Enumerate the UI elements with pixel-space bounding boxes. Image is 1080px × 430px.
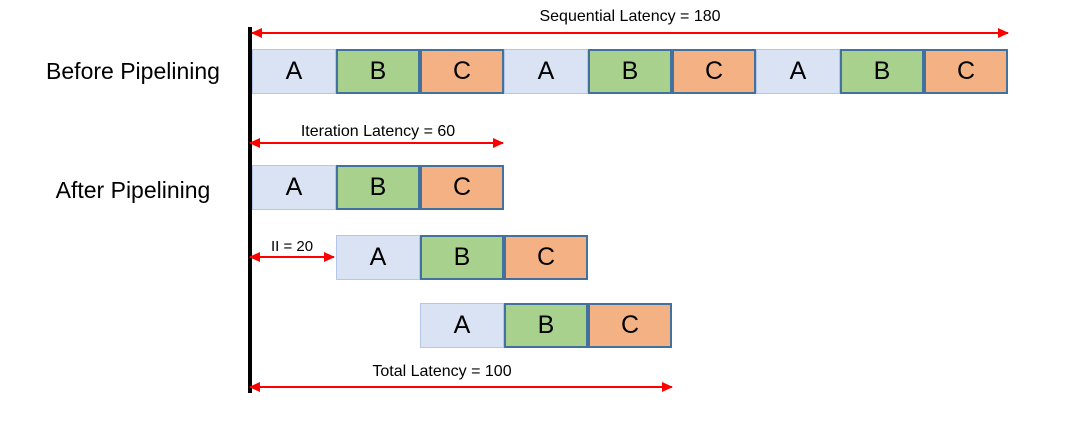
stage-label: C	[452, 173, 472, 201]
stage-label: B	[453, 243, 471, 271]
stage-label: B	[369, 173, 387, 201]
after-iteration-1-row: A B C	[252, 165, 504, 210]
stage-block-a: A	[504, 49, 588, 94]
stage-label: A	[453, 311, 471, 339]
initiation-interval-label: II = 20	[270, 238, 314, 255]
arrowhead-left-icon	[251, 28, 262, 38]
stage-label: C	[452, 57, 472, 85]
arrowhead-left-icon	[249, 382, 260, 392]
after-pipelining-label: After Pipelining	[55, 177, 211, 203]
iteration-latency-label: Iteration Latency = 60	[300, 123, 456, 140]
arrowhead-right-icon	[324, 252, 335, 262]
stage-block-c: C	[588, 303, 672, 348]
stage-block-a: A	[252, 165, 336, 210]
stage-block-c: C	[504, 235, 588, 280]
stage-block-b: B	[336, 49, 420, 94]
stage-block-b: B	[840, 49, 924, 94]
before-pipelining-row: A B C A B C A B C	[252, 49, 1008, 94]
stage-label: C	[536, 243, 556, 271]
stage-block-c: C	[420, 165, 504, 210]
arrowhead-right-icon	[998, 28, 1009, 38]
stage-label: C	[620, 311, 640, 339]
stage-label: C	[704, 57, 724, 85]
stage-block-b: B	[336, 165, 420, 210]
stage-block-b: B	[588, 49, 672, 94]
stage-label: B	[537, 311, 555, 339]
sequential-latency-label: Sequential Latency = 180	[539, 8, 721, 25]
stage-label: A	[537, 57, 555, 85]
total-latency-label: Total Latency = 100	[372, 363, 512, 380]
arrowhead-left-icon	[249, 252, 260, 262]
stage-label: A	[369, 243, 387, 271]
before-pipelining-label: Before Pipelining	[46, 58, 220, 84]
arrowhead-right-icon	[493, 138, 504, 148]
initiation-interval-arrow	[249, 252, 335, 262]
stage-block-a: A	[756, 49, 840, 94]
stage-label: C	[956, 57, 976, 85]
stage-block-c: C	[420, 49, 504, 94]
after-iteration-3-row: A B C	[420, 303, 672, 348]
stage-block-c: C	[924, 49, 1008, 94]
stage-label: B	[369, 57, 387, 85]
stage-block-a: A	[336, 235, 420, 280]
stage-label: A	[789, 57, 807, 85]
iteration-latency-arrow	[249, 138, 504, 148]
timeline-axis	[248, 27, 252, 393]
stage-block-a: A	[420, 303, 504, 348]
stage-label: A	[285, 173, 303, 201]
arrowhead-left-icon	[249, 138, 260, 148]
after-iteration-2-row: A B C	[336, 235, 588, 280]
stage-label: B	[621, 57, 639, 85]
stage-label: B	[873, 57, 891, 85]
sequential-latency-arrow	[251, 28, 1009, 38]
total-latency-arrow	[249, 382, 673, 392]
stage-block-c: C	[672, 49, 756, 94]
stage-label: A	[285, 57, 303, 85]
stage-block-b: B	[504, 303, 588, 348]
stage-block-b: B	[420, 235, 504, 280]
arrowhead-right-icon	[662, 382, 673, 392]
stage-block-a: A	[252, 49, 336, 94]
